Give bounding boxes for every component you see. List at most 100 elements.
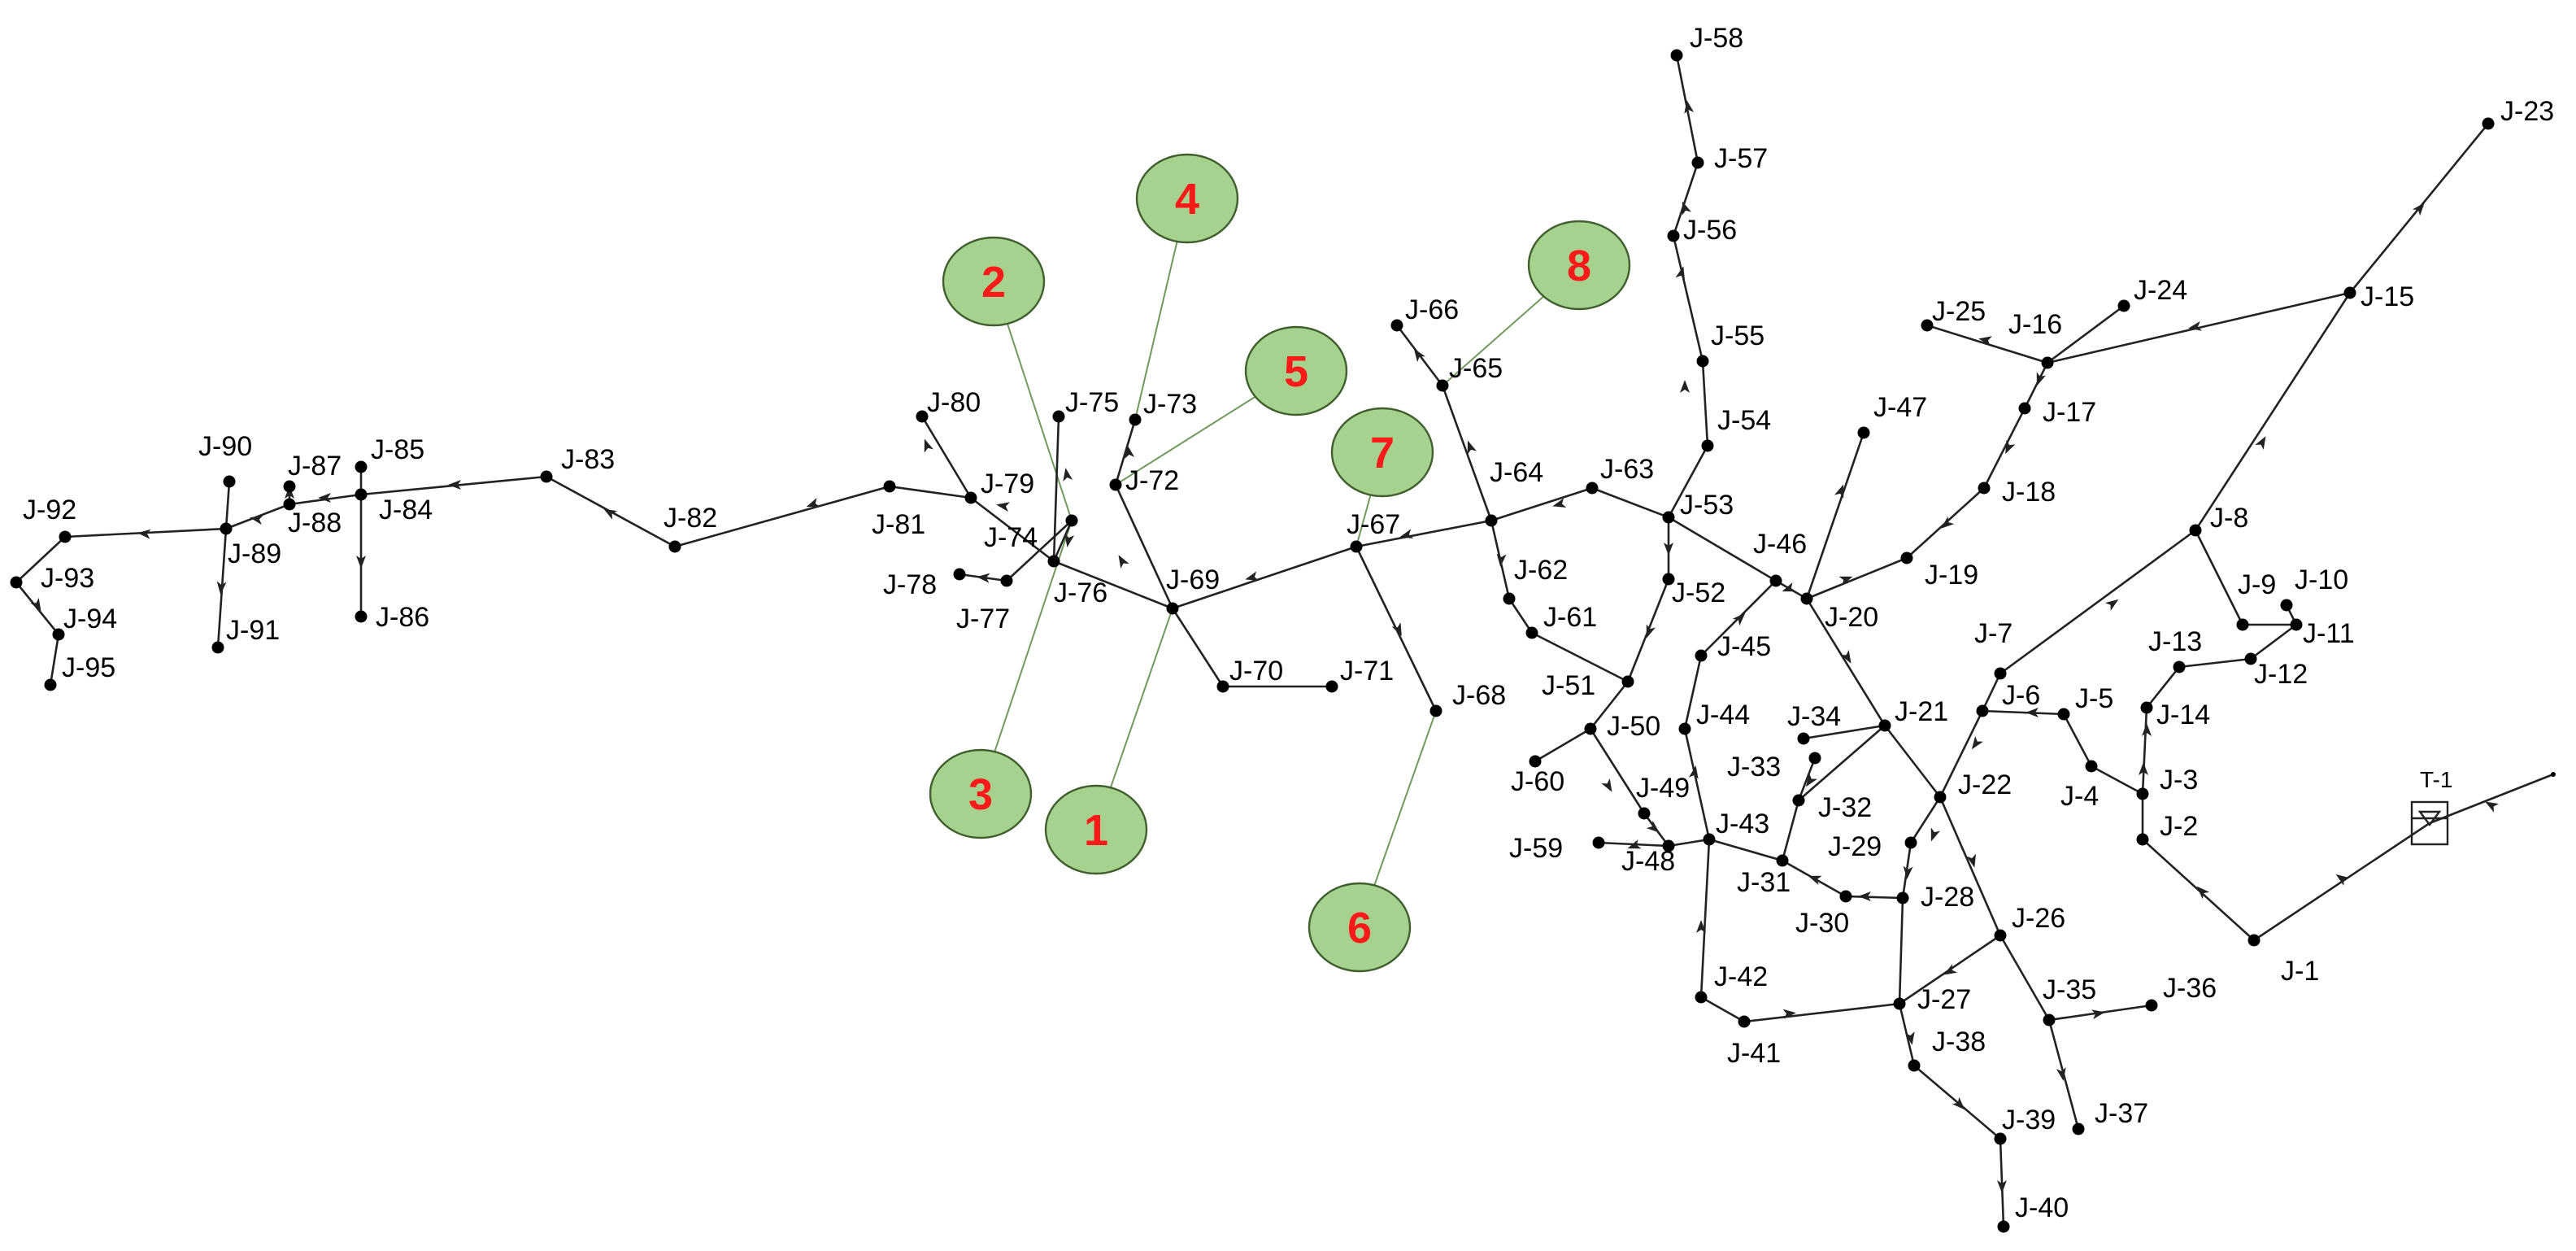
tank-icon[interactable] [2410, 800, 2449, 846]
junction-j-90[interactable] [223, 475, 236, 488]
junction-j-39[interactable] [1994, 1132, 2007, 1145]
junction-j-38[interactable] [1908, 1059, 1921, 1072]
junction-j-30[interactable] [1839, 890, 1852, 903]
junction-j-64[interactable] [1485, 514, 1498, 527]
sensor-2[interactable]: 2 [942, 236, 1046, 327]
junction-j-41[interactable] [1738, 1015, 1751, 1028]
junction-j-67[interactable] [1350, 540, 1363, 553]
junction-j-79[interactable] [964, 491, 977, 504]
junction-j-17[interactable] [2018, 402, 2031, 415]
junction-j-23[interactable] [2482, 117, 2495, 130]
junction-j-9[interactable] [2236, 618, 2249, 631]
sensor-4[interactable]: 4 [1135, 153, 1239, 244]
junction-j-80[interactable] [916, 410, 929, 423]
junction-j-16[interactable] [2041, 356, 2054, 369]
junction-j-33[interactable] [1808, 752, 1821, 765]
sensor-6[interactable]: 6 [1308, 882, 1412, 973]
junction-j-73[interactable] [1129, 413, 1142, 426]
junction-j-93[interactable] [10, 576, 23, 589]
junction-j-58[interactable] [1670, 49, 1683, 62]
junction-j-47[interactable] [1857, 426, 1870, 439]
junction-j-82[interactable] [668, 540, 681, 553]
junction-j-40[interactable] [1997, 1220, 2010, 1233]
junction-j-11[interactable] [2290, 618, 2303, 631]
junction-j-19[interactable] [1900, 551, 1913, 564]
sensor-5[interactable]: 5 [1244, 325, 1348, 416]
junction-j-20[interactable] [1800, 592, 1813, 605]
junction-j-68[interactable] [1429, 704, 1442, 717]
junction-j-10[interactable] [2280, 599, 2293, 612]
junction-j-2[interactable] [2136, 833, 2149, 846]
junction-j-14[interactable] [2140, 701, 2153, 714]
junction-j-26[interactable] [1994, 929, 2007, 942]
junction-j-53[interactable] [1662, 511, 1675, 524]
junction-j-54[interactable] [1701, 439, 1714, 452]
junction-j-71[interactable] [1325, 680, 1338, 693]
junction-j-5[interactable] [2057, 708, 2070, 721]
junction-j-87[interactable] [283, 480, 296, 493]
junction-j-88[interactable] [283, 498, 296, 511]
junction-j-15[interactable] [2343, 286, 2356, 299]
sensor-7[interactable]: 7 [1330, 407, 1434, 498]
junction-j-37[interactable] [2072, 1122, 2085, 1135]
junction-j-81[interactable] [883, 480, 896, 493]
junction-j-83[interactable] [540, 470, 553, 483]
junction-j-21[interactable] [1878, 719, 1891, 732]
tank-t1[interactable]: T-1 [2410, 767, 2452, 846]
junction-j-3[interactable] [2136, 787, 2149, 800]
junction-j-22[interactable] [1934, 791, 1947, 804]
junction-j-85[interactable] [355, 460, 368, 473]
junction-j-60[interactable] [1529, 755, 1542, 768]
sensor-8[interactable]: 8 [1527, 220, 1631, 311]
junction-j-4[interactable] [2085, 760, 2098, 773]
junction-j-75[interactable] [1052, 410, 1065, 423]
junction-j-69[interactable] [1166, 602, 1179, 615]
junction-j-76[interactable] [1065, 514, 1078, 527]
junction-j-70[interactable] [1216, 680, 1229, 693]
junction-j-72[interactable] [1109, 478, 1122, 491]
junction-j-34[interactable] [1797, 732, 1810, 745]
junction-j-36[interactable] [2145, 999, 2158, 1012]
junction-j-62[interactable] [1503, 592, 1516, 605]
junction-j-42[interactable] [1695, 991, 1708, 1004]
junction-j-56[interactable] [1667, 229, 1680, 242]
junction-j-94[interactable] [52, 628, 65, 641]
junction-j-86[interactable] [355, 610, 368, 623]
junction-j-59[interactable] [1592, 836, 1605, 849]
junction-j-51[interactable] [1621, 675, 1634, 688]
junction-j-50[interactable] [1584, 722, 1597, 735]
junction-j-46[interactable] [1769, 574, 1782, 587]
junction-j-25[interactable] [1921, 319, 1934, 332]
junction-j-27[interactable] [1893, 997, 1906, 1010]
junction-j-7[interactable] [1994, 667, 2007, 680]
junction-j-43[interactable] [1703, 833, 1716, 846]
junction-j-12[interactable] [2244, 652, 2257, 665]
junction-j-66[interactable] [1390, 319, 1403, 332]
junction-j-84[interactable] [355, 488, 368, 501]
junction-j-1[interactable] [2247, 934, 2261, 947]
junction-j-74[interactable] [1047, 555, 1060, 568]
junction-j-8[interactable] [2189, 524, 2202, 537]
junction-j-32[interactable] [1792, 794, 1805, 807]
junction-j-48[interactable] [1662, 839, 1675, 852]
junction-j-95[interactable] [44, 678, 57, 691]
junction-j-55[interactable] [1696, 355, 1709, 368]
junction-j-77[interactable] [1000, 574, 1013, 587]
junction-j-65[interactable] [1436, 379, 1449, 392]
junction-j-24[interactable] [2117, 299, 2130, 312]
junction-j-63[interactable] [1586, 482, 1599, 495]
junction-j-52[interactable] [1662, 573, 1675, 586]
junction-j-6[interactable] [1976, 704, 1989, 717]
junction-j-44[interactable] [1678, 722, 1691, 735]
junction-j-92[interactable] [59, 530, 72, 543]
junction-j-28[interactable] [1896, 891, 1909, 904]
junction-j-61[interactable] [1525, 626, 1538, 639]
junction-j-13[interactable] [2173, 660, 2186, 673]
junction-j-89[interactable] [220, 522, 233, 535]
junction-j-49[interactable] [1638, 807, 1651, 820]
junction-j-29[interactable] [1904, 836, 1917, 849]
junction-j-57[interactable] [1691, 156, 1704, 169]
junction-j-91[interactable] [211, 641, 224, 654]
junction-j-31[interactable] [1776, 854, 1789, 867]
junction-j-18[interactable] [1978, 482, 1991, 495]
